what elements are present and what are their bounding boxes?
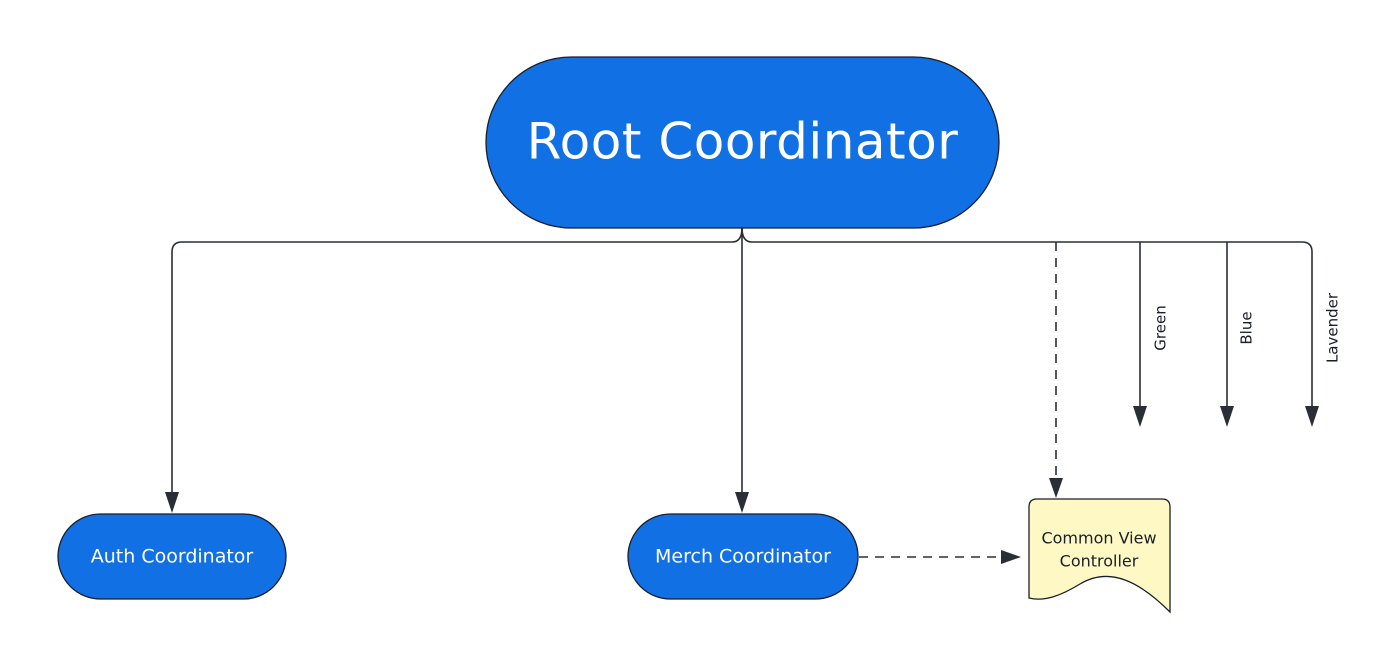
arrowheads	[165, 406, 1319, 564]
root-coordinator-node[interactable]: Root Coordinator	[485, 56, 1000, 229]
branch-label-green: Green	[1152, 305, 1170, 350]
common-view-controller-shape	[1028, 498, 1171, 614]
auth-coordinator-shape	[57, 513, 287, 600]
merch-coordinator-shape	[627, 513, 859, 600]
root-coordinator-shape	[485, 56, 1000, 229]
edge-root-to-lavender	[741, 227, 1313, 410]
common-view-controller-label-line-1: Common View	[1041, 529, 1156, 548]
merch-coordinator-label: Merch Coordinator	[655, 546, 831, 568]
arrowhead-common-vc-top	[1049, 478, 1063, 498]
arrowhead-blue	[1220, 406, 1234, 427]
auth-coordinator-label: Auth Coordinator	[91, 546, 254, 568]
root-coordinator-label: Root Coordinator	[527, 113, 959, 171]
branch-label-blue: Blue	[1238, 311, 1256, 344]
auth-coordinator-node[interactable]: Auth Coordinator	[57, 513, 287, 600]
arrowhead-auth	[165, 492, 179, 513]
arrowhead-common-vc-left	[1001, 550, 1021, 564]
common-view-controller-node[interactable]: Common View Controller	[1028, 498, 1171, 614]
arrowhead-merch	[735, 492, 749, 513]
common-view-controller-label-line-2: Controller	[1060, 552, 1139, 571]
branch-labels: Green Blue Lavender	[1152, 292, 1342, 363]
branch-label-lavender: Lavender	[1324, 292, 1342, 363]
arrowhead-lavender	[1305, 406, 1319, 427]
connectors	[171, 227, 1313, 558]
arrowhead-green	[1133, 406, 1147, 427]
merch-coordinator-node[interactable]: Merch Coordinator	[627, 513, 859, 600]
edge-root-to-auth	[171, 227, 743, 495]
